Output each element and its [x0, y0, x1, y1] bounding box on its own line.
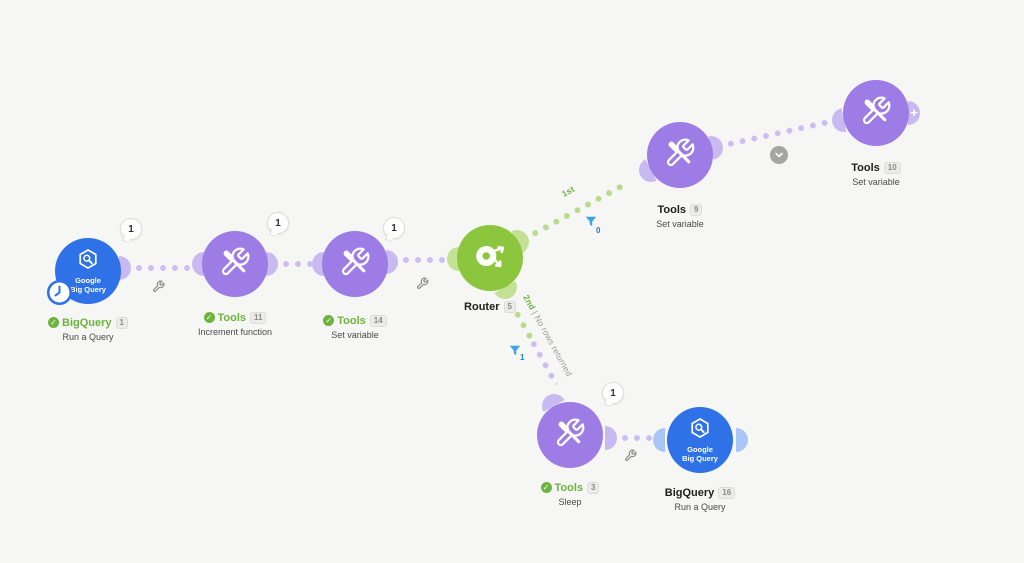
- operations-badge[interactable]: 1: [383, 217, 405, 239]
- module-subtitle: Increment function: [197, 327, 273, 337]
- connection-line[interactable]: [400, 255, 446, 265]
- connection-line[interactable]: [133, 263, 193, 273]
- brand-line-google: Google: [75, 276, 101, 286]
- check-icon: [540, 482, 552, 493]
- connection-port-add[interactable]: [908, 101, 920, 125]
- connection-wrench-icon[interactable]: [624, 449, 637, 462]
- wrench-screwdriver-icon: [554, 417, 586, 454]
- module-number-badge: 10: [883, 162, 901, 174]
- module-subtitle: Run a Query: [62, 332, 114, 342]
- wrench-screwdriver-icon: [860, 95, 892, 132]
- module-number-badge: 3: [587, 482, 600, 494]
- operations-badge[interactable]: 1: [602, 382, 624, 404]
- module-subtitle: Set variable: [656, 219, 704, 229]
- filter-count: 0: [596, 226, 601, 235]
- bigquery-module-16[interactable]: Google Big Query: [667, 407, 733, 473]
- operations-count: 1: [391, 222, 397, 234]
- filter-icon[interactable]: [585, 215, 597, 227]
- tools-module-14[interactable]: [322, 231, 388, 297]
- wrench-screwdriver-icon: [219, 246, 251, 283]
- module-number-badge: 5: [503, 301, 516, 313]
- operations-count: 1: [610, 387, 616, 399]
- tools-module-9[interactable]: [647, 122, 713, 188]
- connection-port[interactable]: [312, 252, 324, 276]
- module-number-badge: 11: [250, 312, 267, 324]
- connection-line[interactable]: [280, 259, 314, 269]
- wrench-screwdriver-icon: [664, 137, 696, 174]
- schedule-clock-icon[interactable]: [46, 279, 73, 306]
- connection-line[interactable]: [619, 433, 653, 443]
- filter-icon[interactable]: [509, 344, 521, 356]
- connection-port[interactable]: [266, 252, 278, 276]
- operations-count: 1: [128, 223, 134, 235]
- module-subtitle: Sleep: [558, 497, 582, 507]
- filter-count: 1: [520, 353, 525, 362]
- add-module-plus-icon[interactable]: +: [910, 105, 918, 120]
- bigquery-icon: [688, 416, 712, 445]
- module-number-badge: 14: [369, 315, 387, 327]
- module-number-badge: 9: [690, 204, 703, 216]
- connection-port[interactable]: [192, 252, 204, 276]
- connection-port[interactable]: [447, 247, 459, 271]
- connection-port[interactable]: [736, 428, 748, 452]
- check-icon: [203, 312, 215, 323]
- module-subtitle: Run a Query: [674, 502, 726, 512]
- connection-wrench-icon[interactable]: [152, 280, 165, 293]
- check-icon: [48, 317, 60, 328]
- connection-wrench-icon[interactable]: [416, 277, 429, 290]
- bigquery-icon: [76, 247, 100, 276]
- chevron-down-badge[interactable]: [770, 146, 788, 164]
- brand-line-bigquery: Big Query: [682, 454, 718, 463]
- module-number-badge: 1: [115, 317, 128, 329]
- module-number-badge: 16: [718, 487, 736, 499]
- connection-line[interactable]: [723, 116, 832, 150]
- tools-module-10[interactable]: [843, 80, 909, 146]
- check-icon: [323, 315, 335, 326]
- wrench-screwdriver-icon: [339, 246, 371, 283]
- connection-port[interactable]: [653, 428, 665, 452]
- tools-module-11[interactable]: [202, 231, 268, 297]
- brand-line-google: Google: [687, 445, 713, 455]
- connection-port[interactable]: [605, 426, 617, 450]
- operations-count: 1: [275, 217, 281, 229]
- connection-port[interactable]: [386, 250, 398, 274]
- router-icon: [472, 238, 508, 279]
- module-subtitle: Set variable: [331, 330, 379, 340]
- operations-badge[interactable]: 1: [267, 212, 289, 234]
- connection-port[interactable]: [119, 256, 131, 280]
- route-label-first: 1st: [560, 183, 577, 199]
- tools-module-3[interactable]: [537, 402, 603, 468]
- brand-line-bigquery: Big Query: [70, 285, 106, 294]
- module-subtitle: Set variable: [852, 177, 900, 187]
- router-module[interactable]: [457, 225, 523, 291]
- operations-badge[interactable]: 1: [120, 218, 142, 240]
